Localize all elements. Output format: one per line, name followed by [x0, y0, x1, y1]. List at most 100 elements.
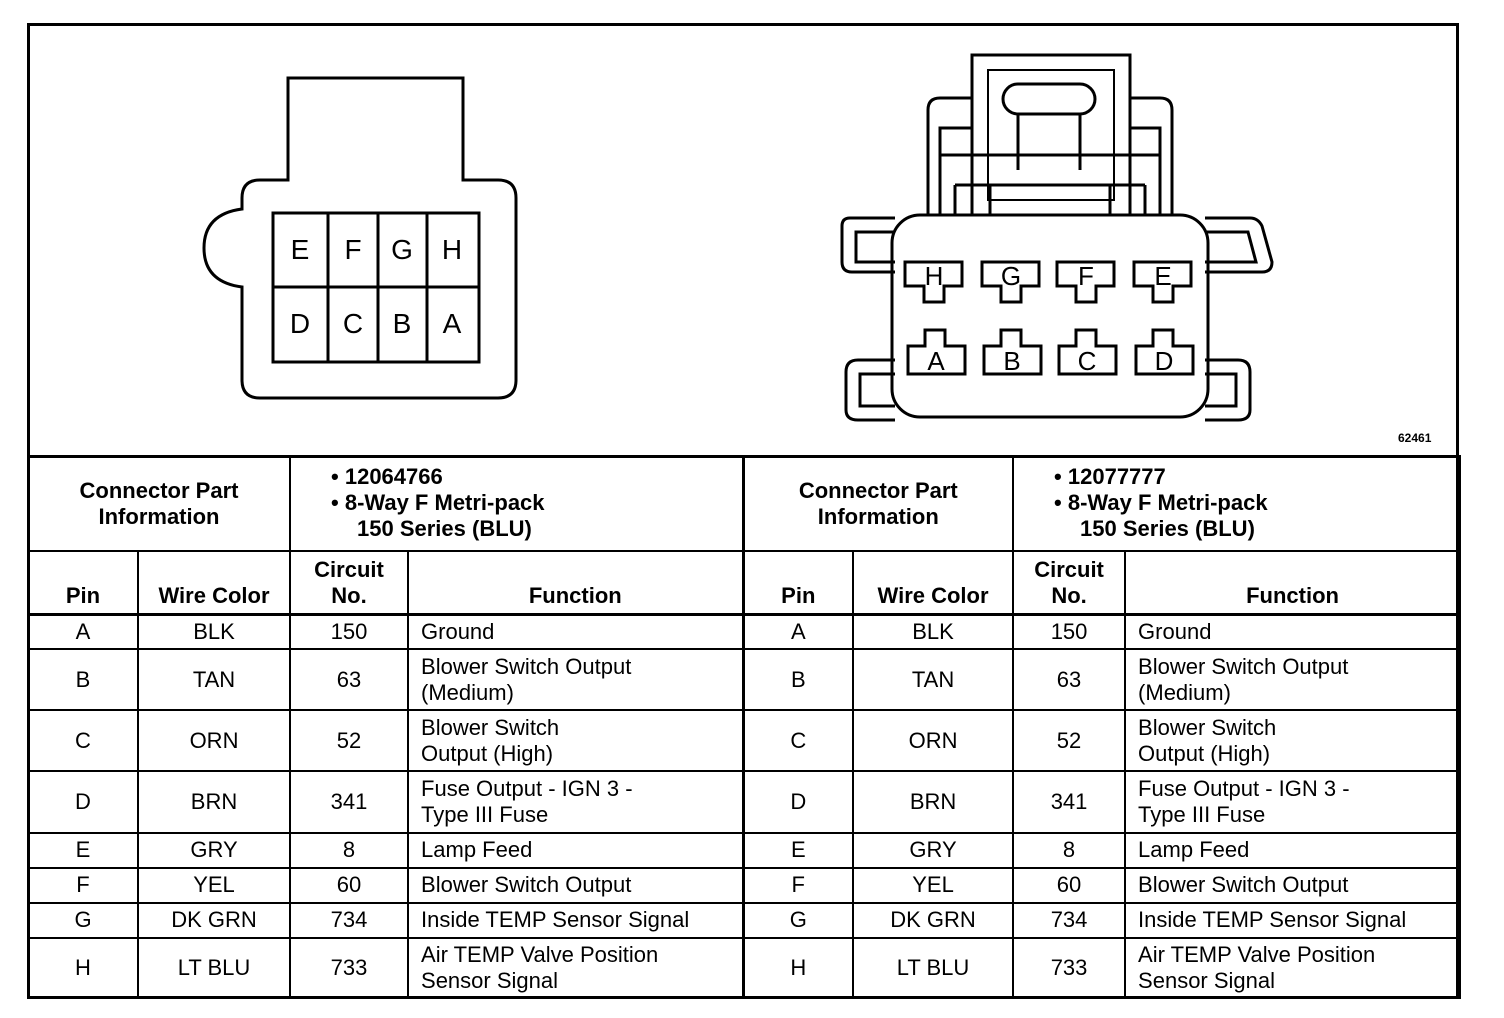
right-circuit-cell: 734: [1012, 901, 1127, 939]
right-part-description-1: 8-Way F Metri-pack: [1054, 490, 1451, 516]
left-circuit-cell: 341: [289, 770, 410, 834]
right-connector-info-label: Connector Part Information: [741, 454, 1015, 552]
right-pin-cell: C: [741, 709, 855, 773]
function-line-2: (Medium): [421, 679, 514, 705]
function-line-1: Fuse Output - IGN 3 -: [1138, 775, 1350, 801]
right-function-cell: Lamp Feed: [1124, 831, 1462, 869]
right-wire-color-cell: YEL: [852, 866, 1015, 904]
left-wire-color-cell: DK GRN: [136, 901, 292, 939]
left-pin-label-top-2: F: [344, 234, 361, 265]
right-function-cell: Inside TEMP Sensor Signal: [1124, 901, 1462, 939]
right-pin-label-top-1: H: [925, 261, 944, 291]
right-pin-cell: B: [741, 648, 855, 712]
left-connector-part-info: 12064766 8-Way F Metri-pack 150 Series (…: [289, 454, 745, 552]
right-pin-cell: F: [741, 866, 855, 904]
right-pin-cell: G: [741, 901, 855, 939]
function-line-1: Air TEMP Valve Position: [1138, 941, 1376, 967]
right-connector-drawing: [840, 53, 1274, 422]
left-circuit-cell: 734: [289, 901, 410, 939]
connector-table: Connector Part Information 12064766 8-Wa…: [26, 454, 1462, 1000]
function-line-1: Blower Switch: [1138, 714, 1277, 740]
left-pin-label-bottom-1: D: [290, 308, 310, 339]
left-connector-info-label: Connector Part Information: [26, 454, 292, 552]
left-circuit-cell: 150: [289, 613, 410, 651]
function-line-2: (Medium): [1138, 679, 1231, 705]
left-pin-cell: B: [27, 648, 139, 712]
left-pin-label-bottom-3: B: [393, 308, 412, 339]
left-wire-color-cell: LT BLU: [136, 936, 292, 1000]
right-wire-color-cell: BRN: [852, 770, 1015, 834]
function-line-2: Type III Fuse: [1138, 801, 1266, 827]
left-pin-cell: G: [27, 901, 139, 939]
left-circuit-cell: 733: [289, 936, 410, 1000]
right-wire-color-cell: BLK: [852, 613, 1015, 651]
right-circuit-cell: 8: [1012, 831, 1127, 869]
left-wire-color-cell: TAN: [136, 648, 292, 712]
left-pin-cell: A: [27, 613, 139, 651]
part-info-row: Connector Part Information 12064766 8-Wa…: [26, 454, 1462, 552]
right-wire-color-cell: GRY: [852, 831, 1015, 869]
left-pin-cell: C: [27, 709, 139, 773]
right-connector-part-info: 12077777 8-Way F Metri-pack 150 Series (…: [1012, 454, 1462, 552]
right-pin-label-top-3: F: [1078, 261, 1094, 291]
left-wire-color-cell: GRY: [136, 831, 292, 869]
left-function-cell: Fuse Output - IGN 3 -Type III Fuse: [407, 770, 745, 834]
right-circuit-cell: 341: [1012, 770, 1127, 834]
function-line-1: Lamp Feed: [1138, 837, 1250, 863]
left-part-description-1: 8-Way F Metri-pack: [331, 490, 734, 516]
right-pin-cell: D: [741, 770, 855, 834]
right-pin-label-bottom-4: D: [1155, 346, 1174, 376]
right-circuit-cell: 60: [1012, 866, 1127, 904]
function-line-2: Output (High): [421, 740, 554, 766]
function-line-1: Inside TEMP Sensor Signal: [421, 907, 690, 933]
header-function: Function: [407, 549, 745, 616]
right-function-cell: Ground: [1124, 613, 1462, 651]
left-function-cell: Blower Switch Output: [407, 866, 745, 904]
left-function-cell: Inside TEMP Sensor Signal: [407, 901, 745, 939]
right-circuit-cell: 733: [1012, 936, 1127, 1000]
header-wire-color-right: Wire Color: [852, 549, 1015, 616]
right-function-cell: Blower Switch Output(Medium): [1124, 648, 1462, 712]
right-circuit-cell: 63: [1012, 648, 1127, 712]
function-line-1: Ground: [421, 619, 495, 645]
header-wire-color: Wire Color: [136, 549, 292, 616]
left-pin-cell: F: [27, 866, 139, 904]
right-pin-cell: E: [741, 831, 855, 869]
left-pin-cell: H: [27, 936, 139, 1000]
header-pin: Pin: [27, 549, 139, 616]
left-wire-color-cell: BLK: [136, 613, 292, 651]
function-line-1: Blower Switch Output: [421, 653, 632, 679]
right-circuit-cell: 150: [1012, 613, 1127, 651]
function-line-2: Sensor Signal: [1138, 967, 1276, 993]
left-circuit-cell: 52: [289, 709, 410, 773]
figure-id: 62461: [1398, 431, 1432, 445]
right-function-cell: Blower Switch Output: [1124, 866, 1462, 904]
left-circuit-cell: 63: [289, 648, 410, 712]
right-pin-label-bottom-3: C: [1078, 346, 1097, 376]
left-part-description-2: 150 Series (BLU): [357, 516, 532, 541]
right-circuit-cell: 52: [1012, 709, 1127, 773]
left-circuit-cell: 8: [289, 831, 410, 869]
right-wire-color-cell: DK GRN: [852, 901, 1015, 939]
left-function-cell: Blower Switch Output(Medium): [407, 648, 745, 712]
right-function-cell: Fuse Output - IGN 3 -Type III Fuse: [1124, 770, 1462, 834]
function-line-1: Ground: [1138, 619, 1212, 645]
left-wire-color-cell: BRN: [136, 770, 292, 834]
function-line-1: Blower Switch Output: [1138, 653, 1349, 679]
right-wire-color-cell: LT BLU: [852, 936, 1015, 1000]
function-line-2: Type III Fuse: [421, 801, 549, 827]
left-function-cell: Lamp Feed: [407, 831, 745, 869]
left-pin-label-bottom-2: C: [343, 308, 363, 339]
left-pin-cell: E: [27, 831, 139, 869]
